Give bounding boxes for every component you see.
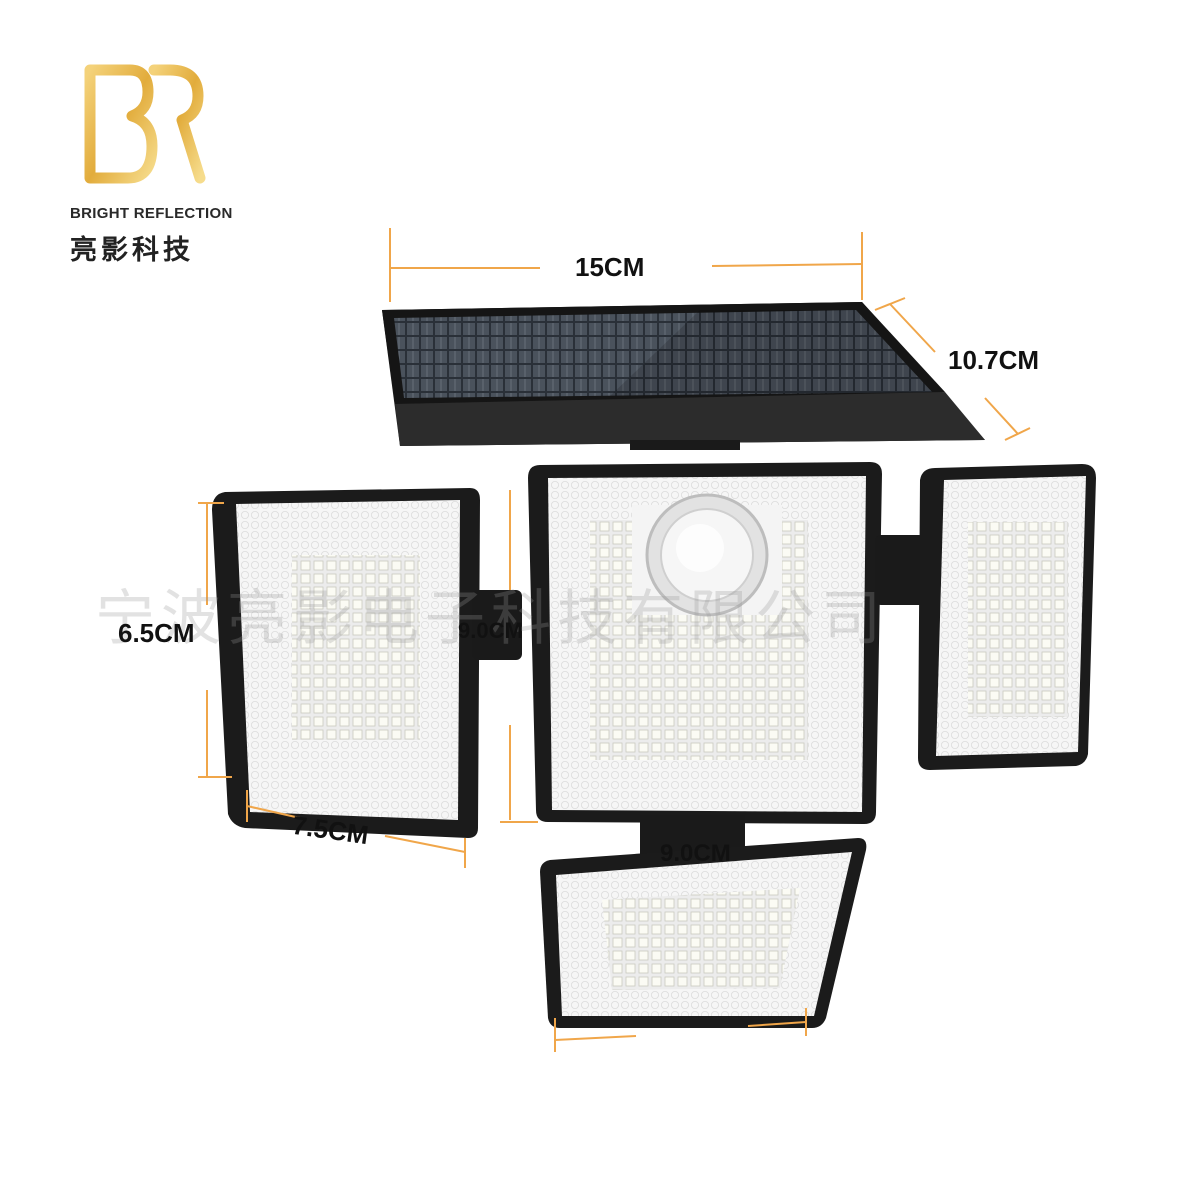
left-light-head [212,488,522,838]
dim-label-panel-width: 15CM [575,252,645,282]
dim-107-bottom-tick [1004,427,1031,441]
brand-name-cn: 亮影科技 [70,235,194,266]
solar-panel [382,302,985,450]
dim-15cm-line-right [711,263,863,267]
dim-label-side-height: 6.5CM [118,618,195,648]
br-logo-mark [84,64,206,184]
bottom-led-array [602,888,800,990]
center-light-head [528,462,882,824]
dim-107-line-top [889,303,936,353]
dim-90h-line-right [747,1021,807,1027]
dim-label-bottom-width: 9.0CM [660,840,731,867]
right-led-array [968,522,1068,717]
right-light-head [875,464,1096,770]
dim-75-line-right [384,835,466,853]
left-led-array [292,555,420,740]
bottom-light-head [540,815,867,1028]
dim-107-line-bottom [984,397,1019,435]
dim-label-center-height: 9.0CM [458,618,523,643]
br-logo [70,60,220,205]
dim-75-line-left [246,805,301,819]
dim-90h-line-left [554,1035,637,1041]
dimension-lines [198,228,1031,1052]
company-watermark: 宁波亮影电子科技有限公司 [95,584,887,654]
dim-label-panel-depth: 10.7CM [948,345,1040,375]
brand-name-en: BRIGHT REFLECTION [70,205,233,222]
